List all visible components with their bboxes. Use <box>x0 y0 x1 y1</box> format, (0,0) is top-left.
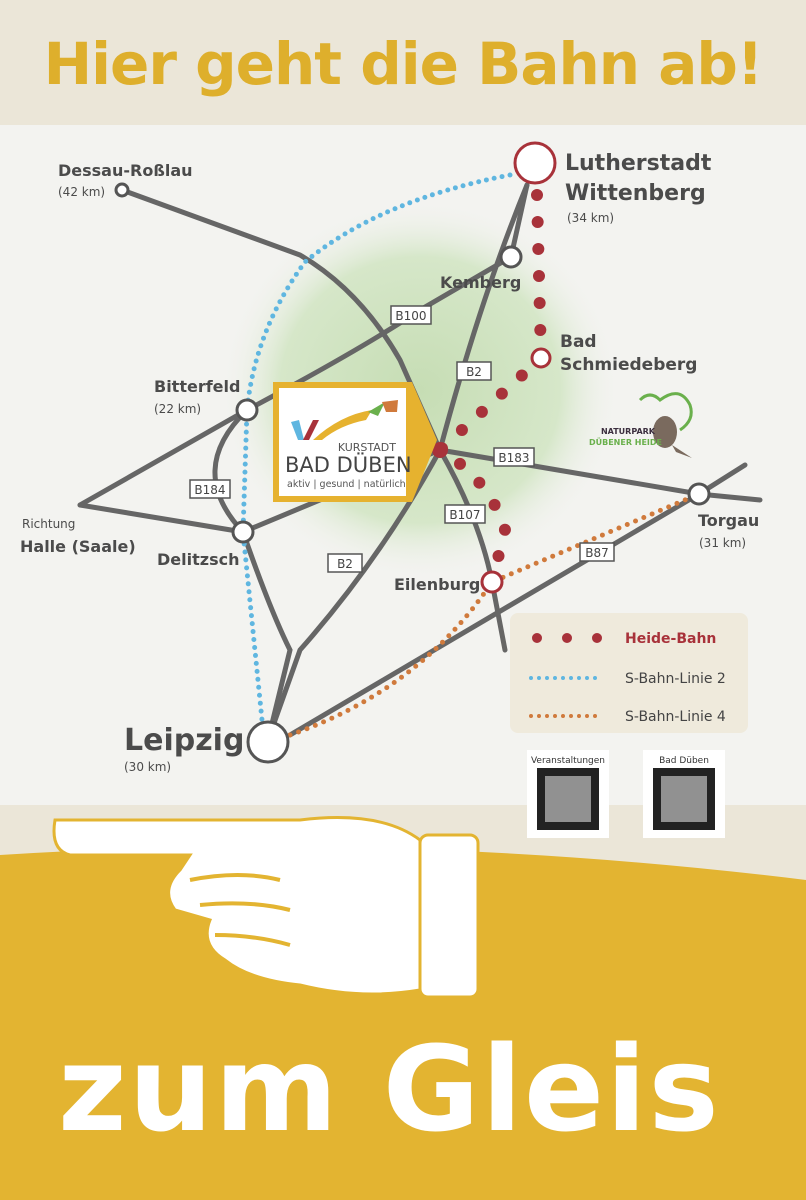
label-bitterfeld: Bitterfeld <box>154 377 240 396</box>
pointing-hand-icon <box>52 816 480 999</box>
station-delitzsch <box>231 520 255 544</box>
km-torgau: (31 km) <box>699 536 746 550</box>
road-b184 <box>212 407 250 535</box>
s-bahn-2-line <box>240 172 513 723</box>
shield-b100-text: B100 <box>395 309 426 323</box>
station-leipzig <box>246 720 290 764</box>
label-wittenberg-1: Lutherstadt <box>565 151 712 176</box>
shield-b87 <box>579 542 615 562</box>
road-dessau <box>119 187 443 453</box>
bottom-banner <box>0 846 806 1200</box>
road-delitzsch-leipzig <box>240 529 293 743</box>
label-torgau: Torgau <box>698 511 759 530</box>
naturpark-logo: NATURPARK DÜBENER HEIDE <box>589 392 693 458</box>
station-bad-dueben <box>432 442 448 458</box>
logo-kurstadt: KURSTADT <box>338 441 396 454</box>
leaf-icon <box>638 392 693 432</box>
station-torgau <box>687 482 711 506</box>
station-wittenberg <box>513 141 557 185</box>
label-kemberg: Kemberg <box>440 273 521 292</box>
zum-gleis-text: zum Gleis <box>58 1020 721 1158</box>
logo-tagline: aktiv | gesund | natürlich <box>287 479 406 490</box>
shield-b2-south-text: B2 <box>337 557 353 571</box>
station-schmiedeberg <box>530 347 552 369</box>
shield-b184 <box>189 479 231 499</box>
shield-b183-text: B183 <box>498 451 529 465</box>
label-dessau: Dessau-Roßlau <box>58 161 193 180</box>
station-bitterfeld <box>235 398 259 422</box>
naturpark-line1: NATURPARK <box>601 427 656 436</box>
legend-s-bahn-4: S-Bahn-Linie 4 <box>529 709 726 725</box>
shield-b107-text: B107 <box>449 508 480 522</box>
label-leipzig: Leipzig <box>124 723 244 758</box>
page-title: Hier geht die Bahn ab! <box>43 30 764 98</box>
naturpark-line2: DÜBENER HEIDE <box>589 437 662 447</box>
qr-bad-dueben[interactable]: Bad Düben <box>643 750 725 838</box>
legend: Heide-Bahn S-Bahn-Linie 2 S-Bahn-Linie 4 <box>510 613 748 733</box>
shield-b183 <box>493 447 535 467</box>
legend-s-bahn-2: S-Bahn-Linie 2 <box>529 671 726 687</box>
km-leipzig: (30 km) <box>124 760 171 774</box>
legend-label: S-Bahn-Linie 2 <box>625 671 726 687</box>
s-bahn-4-line <box>287 491 702 738</box>
qr-label: Veranstaltungen <box>531 756 605 766</box>
shield-b87-text: B87 <box>585 546 609 560</box>
station-eilenburg <box>480 570 504 594</box>
shield-b184-text: B184 <box>194 483 225 497</box>
qr-label: Bad Düben <box>659 756 709 766</box>
qr-veranstaltungen[interactable]: Veranstaltungen <box>527 750 609 838</box>
label-schmiedeberg-1: Bad <box>560 332 597 352</box>
legend-label: Heide-Bahn <box>625 631 716 647</box>
logo-bad-dueben: BAD DÜBEN <box>285 452 412 477</box>
label-schmiedeberg-2: Schmiedeberg <box>560 355 697 375</box>
shield-b107 <box>444 504 486 524</box>
shield-b100 <box>390 305 432 325</box>
shield-b2-north-text: B2 <box>466 365 482 379</box>
label-delitzsch: Delitzsch <box>157 550 239 569</box>
station-kemberg <box>499 245 523 269</box>
station-dessau <box>114 182 130 198</box>
legend-label: S-Bahn-Linie 4 <box>625 709 726 725</box>
label-halle: Halle (Saale) <box>20 537 136 556</box>
label-richtung: Richtung <box>22 517 75 531</box>
beaver-icon <box>653 416 677 448</box>
label-wittenberg-2: Wittenberg <box>565 181 706 206</box>
bad-dueben-logo: KURSTADT BAD DÜBEN aktiv | gesund | natü… <box>273 382 437 502</box>
legend-heide-bahn: Heide-Bahn <box>532 631 716 647</box>
km-bitterfeld: (22 km) <box>154 402 201 416</box>
shield-b2-north <box>456 361 492 381</box>
label-eilenburg: Eilenburg <box>394 575 480 594</box>
km-wittenberg: (34 km) <box>567 211 614 225</box>
shield-b2-south <box>327 553 363 573</box>
km-dessau: (42 km) <box>58 185 105 199</box>
